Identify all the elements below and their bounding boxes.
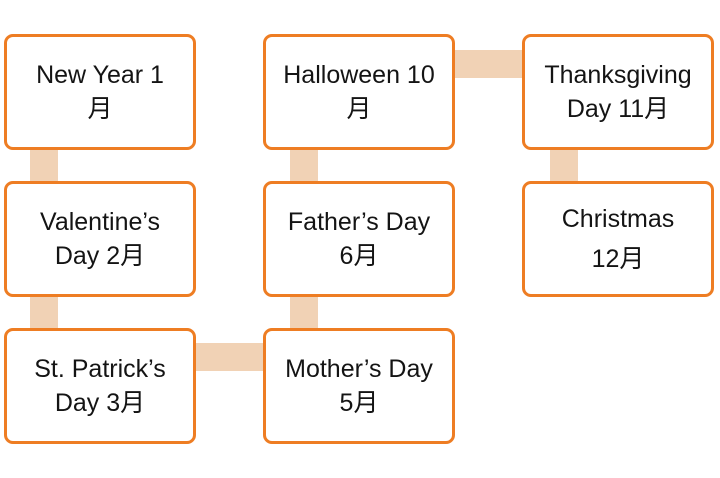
node-label-line2: 月 [87,95,113,123]
node-label-line2: 12月 [591,245,645,273]
connector-stpatricks-mothersday [195,343,263,371]
node-label-line2: Day 2月 [54,242,146,270]
node-label-line2: Day 3月 [54,389,146,417]
node-label-line1: Halloween 10 [283,61,435,89]
node-label-line1: New Year 1 [36,61,164,89]
node-valentines-day: Valentine’s Day 2月 [4,181,196,297]
node-label-line2: 6月 [339,242,379,270]
node-label-line2: 月 [346,95,372,123]
connector-valentines-stpatricks [30,295,58,329]
connector-halloween-thanksgiving [455,50,523,78]
node-fathers-day: Father’s Day 6月 [263,181,455,297]
node-label-line1: St. Patrick’s [34,355,166,383]
node-label-line1: Thanksgiving [544,61,692,89]
node-thanksgiving-day: Thanksgiving Day 11月 [522,34,714,150]
node-mothers-day: Mother’s Day 5月 [263,328,455,444]
node-new-year: New Year 1 月 [4,34,196,150]
node-label-line1: Father’s Day [287,208,431,236]
node-label-line1: Christmas [561,205,675,233]
node-christmas: Christmas 12月 [522,181,714,297]
connector-newyear-valentines [30,148,58,182]
connector-fathersday-halloween [290,148,318,182]
node-label-line2: 5月 [339,389,379,417]
connector-mothersday-fathersday [290,295,318,329]
node-label-line1: Valentine’s [40,208,160,236]
node-label-line1: Mother’s Day [285,355,433,383]
node-label-line2: Day 11月 [566,95,670,123]
node-st-patricks-day: St. Patrick’s Day 3月 [4,328,196,444]
connector-thanksgiving-christmas [550,148,578,182]
node-halloween: Halloween 10 月 [263,34,455,150]
